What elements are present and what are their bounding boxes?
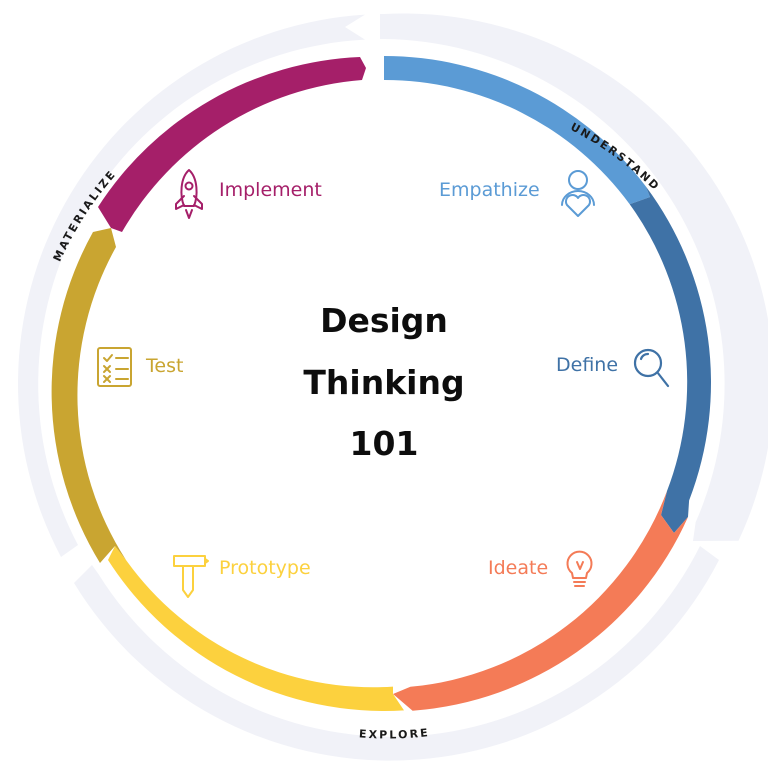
outer-phase-ring	[18, 13, 768, 761]
stage-label-prototype: Prototype	[219, 557, 311, 579]
stage-ring	[51, 56, 711, 712]
lightbulb-icon	[566, 550, 593, 587]
stage-arc-empathize	[384, 56, 650, 205]
magnifier-icon	[633, 348, 670, 388]
stage-arc-define	[629, 186, 711, 533]
hammer-icon	[173, 555, 209, 598]
stage-label-test: Test	[146, 355, 184, 377]
stage-label-ideate: Ideate	[488, 557, 549, 579]
phase-arc-explore	[74, 546, 719, 761]
phase-label-explore: EXPLORE	[359, 726, 431, 741]
title-line-3: 101	[349, 424, 419, 463]
stage-arc-ideate	[393, 491, 688, 711]
stage-label-implement: Implement	[219, 179, 322, 201]
phase-arc-understand	[380, 13, 768, 541]
stage-arc-test	[51, 228, 127, 563]
person-heart-icon	[561, 170, 595, 217]
title-line-1: Design	[320, 301, 448, 340]
stage-label-define: Define	[556, 354, 619, 376]
stage-label-empathize: Empathize	[439, 179, 540, 201]
checklist-icon	[97, 347, 132, 387]
title-line-2: Thinking	[303, 363, 465, 402]
rocket-icon	[175, 169, 203, 219]
phase-arc-materialize	[18, 14, 365, 558]
stage-arc-prototype	[108, 546, 404, 712]
stage-arc-implement	[98, 57, 366, 232]
